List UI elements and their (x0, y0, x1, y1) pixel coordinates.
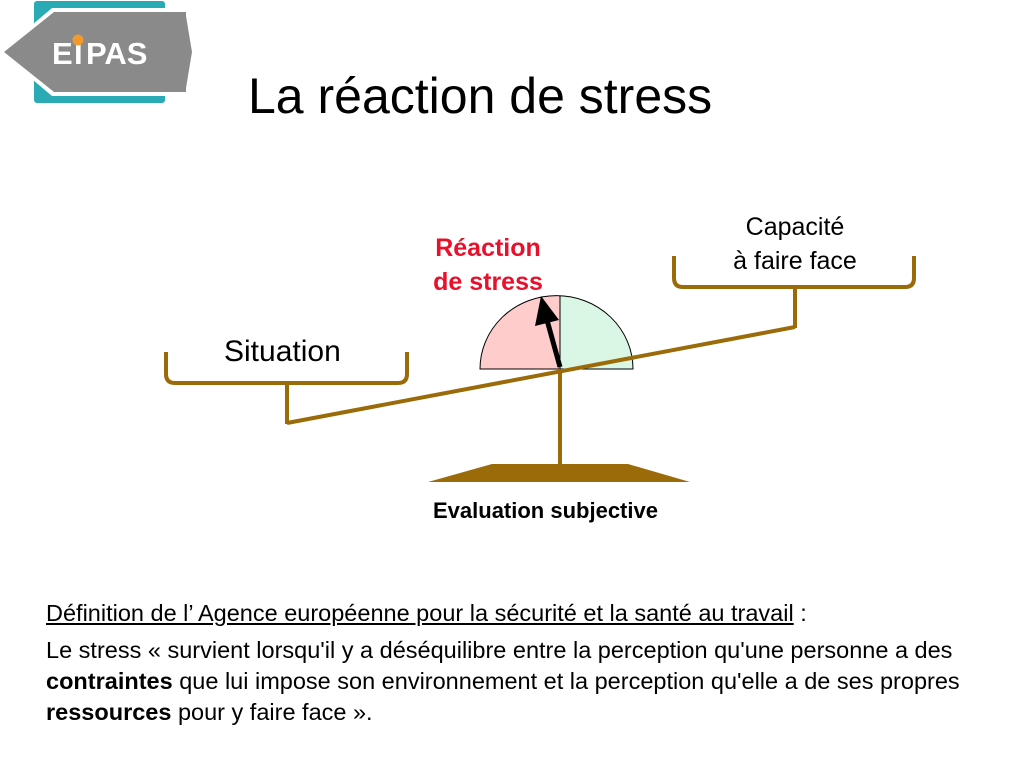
definition-body-part-1: Le stress « survient lorsqu'il y a déséq… (46, 637, 953, 663)
logo-letters-pas: PAS (86, 36, 147, 71)
definition-block: Définition de l’ Agence européenne pour … (46, 598, 996, 728)
situation-label: Situation (224, 335, 341, 368)
logo-diamond (4, 12, 186, 92)
gauge-right-half (560, 296, 633, 369)
definition-body: Le stress « survient lorsqu'il y a déséq… (46, 635, 996, 728)
left-pan (164, 352, 409, 385)
logo-orange-dot (72, 34, 84, 46)
needle-shaft (544, 319, 563, 368)
gauge-needle (535, 296, 563, 368)
definition-body-part-3: pour y faire face ». (171, 699, 373, 725)
eipas-logo: E I PAS (0, 1, 196, 103)
capacite-label: Capacité à faire face (690, 210, 900, 278)
gauge-outline (479, 295, 634, 370)
definition-heading-text: Définition de l’ Agence européenne pour … (46, 600, 794, 626)
capacite-line-2: à faire face (733, 247, 857, 275)
balance-base (428, 464, 690, 482)
logo-letter-e: E (52, 36, 73, 71)
reaction-line-2: de stress (433, 268, 543, 296)
balance-beam (286, 325, 796, 425)
logo-diamond-tip-fill (186, 16, 192, 88)
page-title: La réaction de stress (248, 68, 713, 124)
right-pan (672, 256, 916, 289)
definition-bold-ressources: ressources (46, 699, 172, 725)
reaction-label: Réaction de stress (410, 231, 566, 299)
reaction-line-1: Réaction (435, 234, 541, 262)
capacite-line-1: Capacité (745, 213, 845, 241)
evaluation-label: Evaluation subjective (433, 498, 658, 523)
definition-heading: Définition de l’ Agence européenne pour … (46, 598, 996, 629)
definition-bold-contraintes: contraintes (46, 668, 173, 694)
definition-heading-colon: : (793, 600, 807, 626)
needle-arrowhead-icon (535, 296, 559, 326)
logo-letter-i: I (74, 36, 83, 71)
definition-body-part-2: que lui impose son environnement et la p… (172, 668, 960, 694)
